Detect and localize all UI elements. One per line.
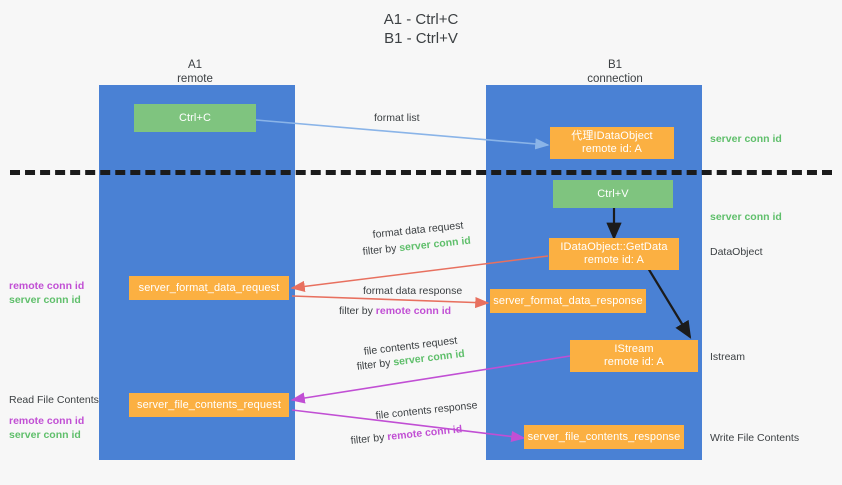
page-title: A1 - Ctrl+C B1 - Ctrl+V xyxy=(0,10,842,48)
filter-prefix: filter by xyxy=(362,242,400,258)
filter-key-remote-conn-id: remote conn id xyxy=(386,423,463,444)
filter-prefix: filter by xyxy=(356,356,395,373)
node-getdata-label: IDataObject::GetData xyxy=(560,241,668,253)
title-line-2: B1 - Ctrl+V xyxy=(384,30,458,47)
node-idataobject[interactable]: 代理IDataObject remote id: A xyxy=(550,127,674,159)
filter-key-remote-conn-id: remote conn id xyxy=(375,305,452,317)
node-server-file-contents-request[interactable]: server_file_contents_request xyxy=(129,393,289,417)
filter-prefix: filter by xyxy=(339,305,376,317)
edge-label-format-data-response-filter: filter by remote conn id xyxy=(339,304,451,318)
node-server-format-data-response-label: server_format_data_response xyxy=(493,294,643,307)
node-getdata-sub: remote id: A xyxy=(584,254,644,266)
left-label-remote-conn-id-2: remote conn id xyxy=(9,415,85,427)
node-ctrl-c[interactable]: Ctrl+C xyxy=(134,104,256,132)
column-b1-role: connection xyxy=(587,73,643,85)
node-server-format-data-request-label: server_format_data_request xyxy=(138,281,280,294)
edge-label-format-list: format list xyxy=(374,112,420,124)
node-server-file-contents-request-label: server_file_contents_request xyxy=(136,398,282,411)
column-a1-name: A1 xyxy=(187,59,203,71)
column-b1-name: B1 xyxy=(607,59,623,71)
right-label-server-conn-id-mid: server conn id xyxy=(710,211,782,223)
node-ctrl-c-label: Ctrl+C xyxy=(178,111,212,124)
node-getdata[interactable]: IDataObject::GetData remote id: A xyxy=(549,238,679,270)
edge-label-file-contents-response: file contents response xyxy=(375,399,478,422)
node-ctrl-v[interactable]: Ctrl+V xyxy=(553,180,673,208)
filter-prefix: filter by xyxy=(350,431,388,447)
node-idataobject-label: 代理IDataObject xyxy=(571,130,653,142)
left-label-server-conn-id-1: server conn id xyxy=(9,294,81,306)
left-label-read-file-contents: Read File Contents xyxy=(9,394,99,406)
node-idataobject-sub: remote id: A xyxy=(582,143,642,155)
divider-dashed-line xyxy=(10,170,832,175)
node-istream-label: IStream xyxy=(614,343,654,355)
node-ctrl-v-label: Ctrl+V xyxy=(597,187,629,200)
right-label-istream: Istream xyxy=(710,351,746,363)
column-a1-role: remote xyxy=(177,73,213,85)
edge-label-file-contents-response-filter: filter by remote conn id xyxy=(350,422,463,448)
node-server-file-contents-response[interactable]: server_file_contents_response xyxy=(524,425,684,449)
node-istream-sub: remote id: A xyxy=(604,356,664,368)
left-label-remote-conn-id-1: remote conn id xyxy=(9,280,85,292)
left-label-server-conn-id-2: server conn id xyxy=(9,429,81,441)
node-server-format-data-response[interactable]: server_format_data_response xyxy=(490,289,646,313)
edge-label-format-data-response: format data response xyxy=(363,285,463,297)
column-header-b1: B1 connection xyxy=(515,58,715,86)
column-header-a1: A1 remote xyxy=(95,58,295,86)
title-line-1: A1 - Ctrl+C xyxy=(383,11,459,28)
node-server-format-data-request[interactable]: server_format_data_request xyxy=(129,276,289,300)
node-istream[interactable]: IStream remote id: A xyxy=(570,340,698,372)
right-label-dataobject: DataObject xyxy=(710,246,763,258)
node-server-file-contents-response-label: server_file_contents_response xyxy=(527,430,681,443)
right-label-write-file-contents: Write File Contents xyxy=(710,432,800,444)
right-label-server-conn-id-top: server conn id xyxy=(710,133,782,145)
